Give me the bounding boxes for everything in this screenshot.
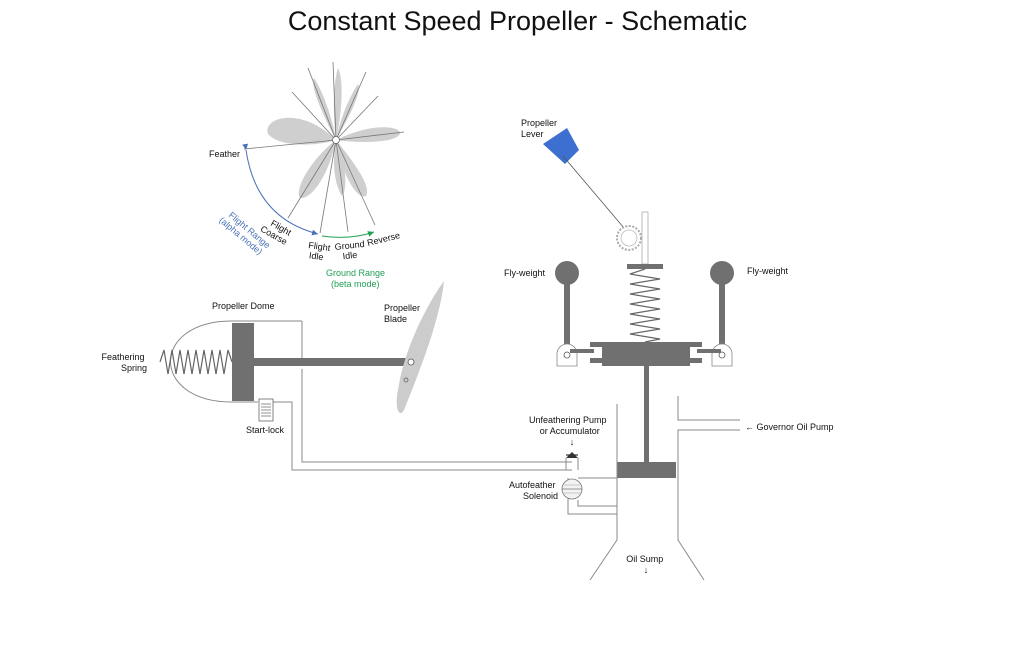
- autofeather-solenoid-label: Autofeather Solenoid: [509, 480, 558, 501]
- blade-pin-icon: [407, 358, 415, 366]
- propeller-blade: [396, 281, 444, 414]
- propeller-lever-icon: [543, 128, 579, 164]
- fly-weight-left-label: Fly-weight: [504, 268, 546, 278]
- feather-label: Feather: [209, 149, 240, 159]
- rack-icon: [641, 211, 649, 265]
- start-lock-label: Start-lock: [246, 425, 285, 435]
- propeller-dome: [159, 320, 572, 471]
- pilot-valve: [617, 462, 676, 478]
- unfeathering-pump-label: Unfeathering Pump or Accumulator ↓: [529, 415, 609, 447]
- blade-angle-fan: Feather Flight Coarse Flight Idle Ground…: [209, 61, 405, 289]
- blade-shape: [396, 281, 444, 414]
- propeller-dome-label: Propeller Dome: [212, 301, 275, 311]
- speeder-spring-icon: [629, 268, 661, 343]
- feathering-spring-label: Feathering Spring: [101, 352, 147, 373]
- propeller-lever-label: Propeller Lever: [521, 118, 560, 139]
- dome-piston: [232, 323, 254, 401]
- fly-weight-right-icon: [710, 261, 734, 285]
- oil-sump-label: Oil Sump ↓: [626, 554, 666, 575]
- fly-weight-left-icon: [555, 261, 579, 285]
- pilot-valve-stem: [644, 366, 649, 462]
- lever-linkage: [562, 155, 625, 229]
- ground-range-arc: [321, 231, 375, 238]
- fly-weight-right-label: Fly-weight: [747, 266, 789, 276]
- blade-angle-lines: [243, 61, 405, 234]
- governor-collar: [602, 342, 690, 366]
- ground-idle-label: Ground Idle: [334, 239, 368, 262]
- flight-range-arc: [242, 143, 319, 236]
- governor-oil-pump-label: ← Governor Oil Pump: [745, 422, 834, 432]
- piston-rod: [254, 358, 410, 366]
- ground-range-label: Ground Range (beta mode): [326, 268, 388, 289]
- flight-idle-label: Flight Idle: [306, 240, 333, 263]
- diagram-title: Constant Speed Propeller - Schematic: [287, 6, 748, 36]
- hub-icon: [332, 136, 340, 144]
- propeller-blade-label: Propeller Blade: [384, 303, 423, 324]
- feathering-spring-icon: [159, 349, 233, 375]
- governor: [543, 128, 740, 581]
